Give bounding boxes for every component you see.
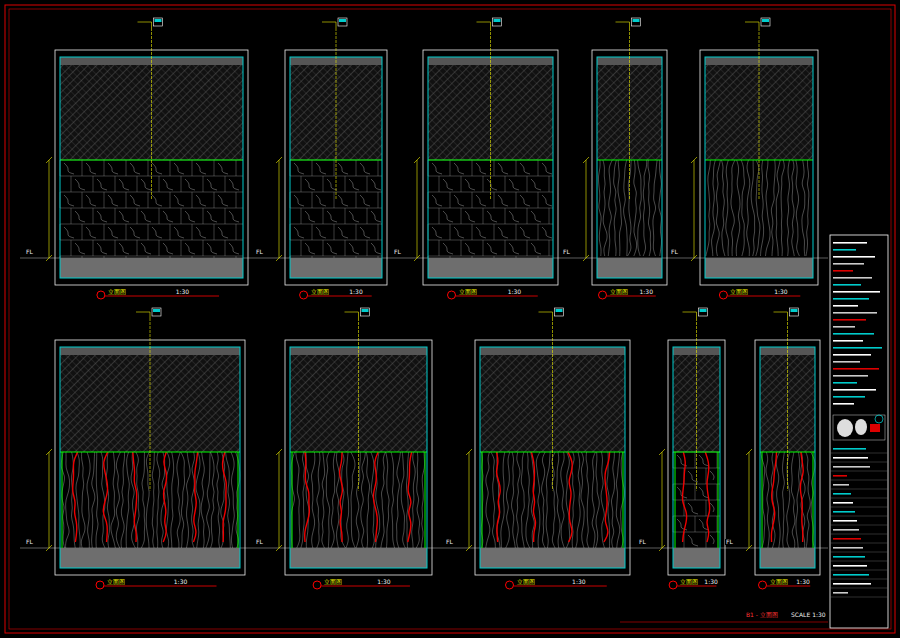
elevation-view [659,308,725,589]
elevation-view [746,308,820,589]
floor-level-mark: FL [25,539,34,545]
view-title: 立面图 [729,289,749,295]
floor-level-mark: FL [255,249,264,255]
view-title: 立面图 [609,289,629,295]
floor-level-mark: FL [670,249,679,255]
scale-note: 1:30 [507,289,522,295]
elevation-view [276,308,432,589]
view-title: 立面图 [458,289,478,295]
scale-note: 1:30 [376,579,391,585]
view-title: 立面图 [769,579,789,585]
scale-note: 1:30 [639,289,654,295]
view-title: 立面图 [516,579,536,585]
sheet-scale: SCALE 1:30 [790,612,827,618]
scale-note: 1:30 [703,579,718,585]
view-title: 立面图 [106,579,126,585]
floor-level-mark: FL [725,539,734,545]
floor-level-mark: FL [638,539,647,545]
scale-note: 1:30 [773,289,788,295]
view-title: 立面图 [679,579,699,585]
floor-level-mark: FL [393,249,402,255]
scale-note: 1:30 [173,579,188,585]
elevation-view [466,308,630,589]
elevation-view [276,18,387,299]
elevation-view [414,18,558,299]
elevation-view [583,18,667,299]
floor-level-mark: FL [255,539,264,545]
scale-note: 1:30 [571,579,586,585]
sheet-title: B1 - 立面图 [745,612,779,618]
elevation-view [691,18,818,299]
floor-level-mark: FL [25,249,34,255]
elevation-view [46,308,245,589]
scale-note: 1:30 [348,289,363,295]
floor-level-mark: FL [562,249,571,255]
elevation-view [46,18,248,299]
view-title: 立面图 [310,289,330,295]
scale-note: 1:30 [175,289,190,295]
view-title: 立面图 [323,579,343,585]
floor-level-mark: FL [445,539,454,545]
scale-note: 1:30 [795,579,810,585]
view-title: 立面图 [107,289,127,295]
